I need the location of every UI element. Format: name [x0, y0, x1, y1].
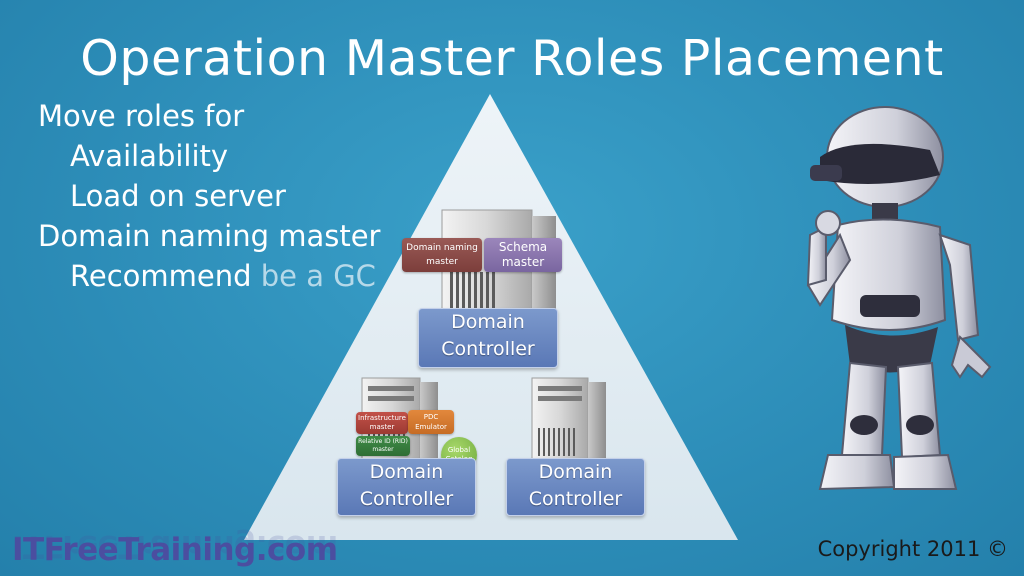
bullet-item: Domain naming master	[38, 219, 381, 253]
domain-controller-label-right: Domain Controller	[506, 458, 645, 516]
domain-controller-label-top: Domain Controller	[418, 308, 558, 368]
role-tag-infrastructure-master: Infrastructure master	[356, 412, 408, 434]
domain-controller-label-left: Domain Controller	[337, 458, 476, 516]
bullet-item: Move roles for	[38, 99, 245, 133]
bullet-text-faded: be a GC	[260, 259, 376, 293]
bullet-item: Availability	[70, 139, 229, 173]
bullet-text-solid: Recommend	[70, 259, 252, 293]
role-tag-schema-master: Schema master	[484, 238, 562, 272]
copyright-text: Copyright 2011 ©	[817, 537, 1008, 561]
bullet-list: Move roles for Availability Load on serv…	[38, 96, 380, 296]
robot-mascot	[806, 106, 992, 491]
role-tag-pdc-emulator: PDC Emulator	[408, 410, 454, 434]
bullet-item: Recommend​ be a GC	[38, 256, 380, 296]
slide-title: Operation Master Roles Placement	[80, 30, 944, 87]
bullet-item: Load on server	[70, 179, 286, 213]
role-tag-rid-master: Relative ID (RID) master	[356, 436, 410, 456]
server-icon	[531, 377, 606, 471]
itfreetraining-logo: ITFreeTraining.com	[12, 532, 338, 568]
logo-reflection: ITFreeTraining.com	[12, 528, 338, 564]
role-tag-domain-naming-master: Domain naming master	[402, 238, 482, 272]
